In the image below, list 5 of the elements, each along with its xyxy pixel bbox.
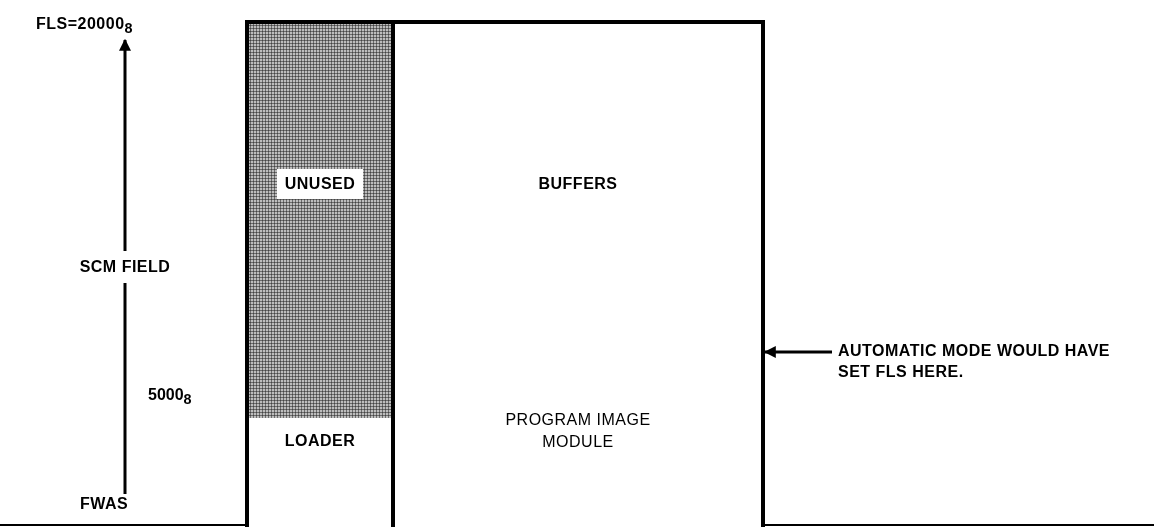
region-label: UNUSED <box>276 169 364 199</box>
arrow <box>119 38 131 496</box>
address-label: 5000$_{8}$ <box>148 386 192 408</box>
edge-label: SCM FIELD <box>79 258 171 276</box>
arrow <box>763 346 832 358</box>
